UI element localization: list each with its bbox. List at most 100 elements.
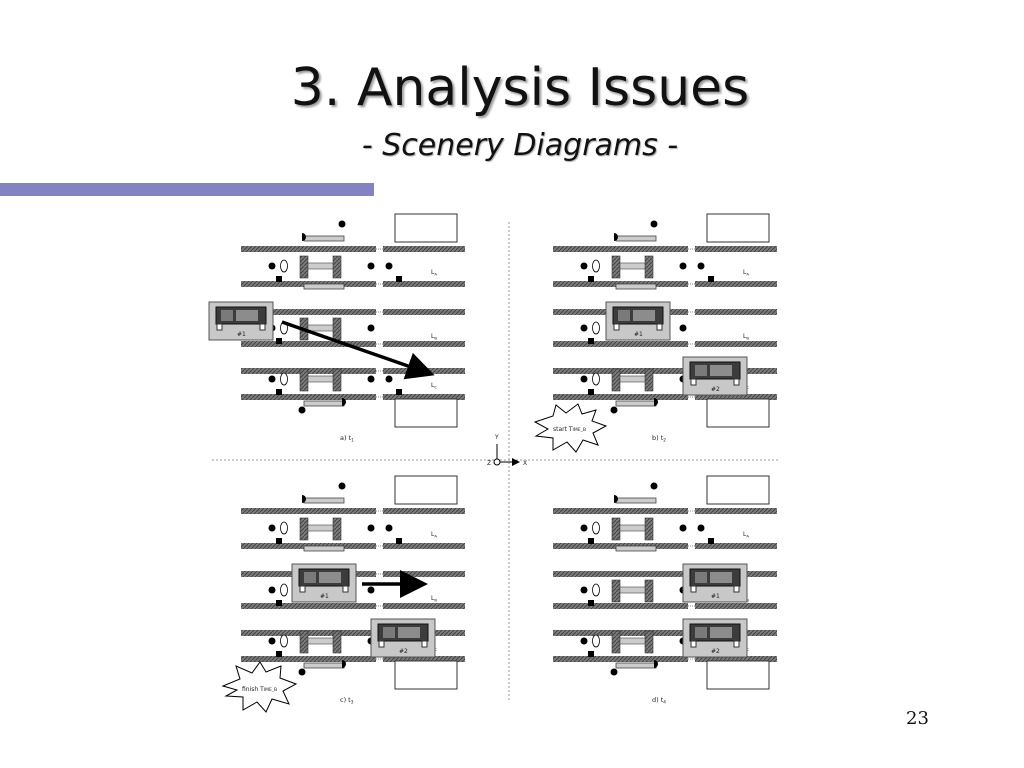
lane-label-c-sub: C [434,385,437,390]
slide-subtitle: - Scenery Diagrams - [361,128,679,163]
h-frame-left [611,255,621,279]
vehicle-display-block [695,572,707,583]
gate-box-top [394,475,458,505]
h-frame-left [299,630,309,654]
barrier-top [303,235,345,242]
vehicle-label: #2 [399,648,408,655]
lane-dot [679,262,687,270]
lane-dot [268,637,276,645]
h-frame-bar [307,524,334,532]
panel-caption-3: c) t3 [340,696,354,705]
barrier-bottom [615,662,657,669]
lane-label-a: LA [743,531,749,539]
vehicle-2-1: #2 [682,356,748,396]
lane-square [396,538,402,544]
road-band [383,394,465,400]
lane-dot [697,524,705,532]
lane-square [276,651,282,657]
road-band [553,656,688,662]
h-frame-bar [307,637,334,645]
axis-y-label: Y [494,434,499,441]
vehicle-display-block [221,310,233,321]
vehicle-display-block [618,310,630,321]
h-frame-bar [307,375,334,383]
lane-label-b-main: L [743,333,747,340]
lane-label-b-sub: B [746,598,749,603]
lane-dot [580,324,588,332]
lane-dot [385,262,393,270]
barrier-top [615,235,657,242]
panel-caption-2-main: b) t [652,434,664,442]
vehicle-2-1: #2 [370,618,436,658]
h-frame-left [611,517,621,541]
vehicle-wheel [421,640,428,648]
road-band [695,281,777,287]
lane-label-c-sub: C [434,647,437,652]
marker-dot [298,406,306,414]
lane-sensor [592,521,600,535]
road-band [553,368,688,374]
vehicle-label: #1 [320,593,329,600]
barrier-cap [614,233,618,241]
lane-label-b-main: L [431,595,435,602]
vehicle-2-1: #2 [682,618,748,658]
road-band [695,603,777,609]
finish-burst-text-rest: IME_B [264,687,277,693]
vehicle-display-block [633,310,655,321]
road-band [383,656,465,662]
vehicle-display-block [236,310,258,321]
barrier-cap [342,398,346,406]
panel-caption-3-main: c) t [340,696,351,704]
lane-dot [367,262,375,270]
gate-box-top [394,213,458,243]
lane-label-a-sub: A [746,272,749,277]
h-frame-right [644,630,654,654]
h-frame-right [332,630,342,654]
lane-dot [385,524,393,532]
road-band [383,571,465,577]
h-frame-right [644,517,654,541]
barrier-mid [615,283,657,290]
movement-arrow-a [281,320,435,380]
road-band [695,508,777,514]
lane-sensor [592,259,600,273]
vehicle-display-block [398,627,420,638]
h-frame-left [611,630,621,654]
road-band [695,246,777,252]
lane-label-a: LA [743,269,749,277]
h-frame-right [644,255,654,279]
vehicle-wheel [216,323,223,331]
axis-z-label: Z [487,460,491,467]
lane-label-c: LC [431,382,437,390]
road-band [383,246,465,252]
h-frame-right [332,255,342,279]
marker-dot [610,406,618,414]
barrier-cap [302,495,306,503]
lane-sensor [592,321,600,335]
road-band [383,281,465,287]
lane-sensor [592,583,600,597]
slide-title: 3. Analysis Issues [290,58,750,118]
road-band [553,571,688,577]
barrier-cap [302,233,306,241]
lane-sensor [280,521,288,535]
h-frame-right [332,368,342,392]
road-band [383,508,465,514]
vehicle-wheel [733,378,740,386]
lane-label-a-main: L [431,269,435,276]
panel-caption-2-sub: 2 [663,438,666,443]
panel-caption-3-sub: 3 [351,700,354,705]
road-band [383,341,465,347]
road-band [695,394,777,400]
h-frame-right [332,517,342,541]
road-band [695,309,777,315]
lane-dot [580,262,588,270]
lane-square [276,538,282,544]
lane-label-a: LA [431,269,437,277]
panel-caption-2: b) t2 [652,434,666,443]
h-frame-bar [619,524,646,532]
road-band [383,603,465,609]
barrier-mid [303,283,345,290]
lane-sensor [280,372,288,386]
